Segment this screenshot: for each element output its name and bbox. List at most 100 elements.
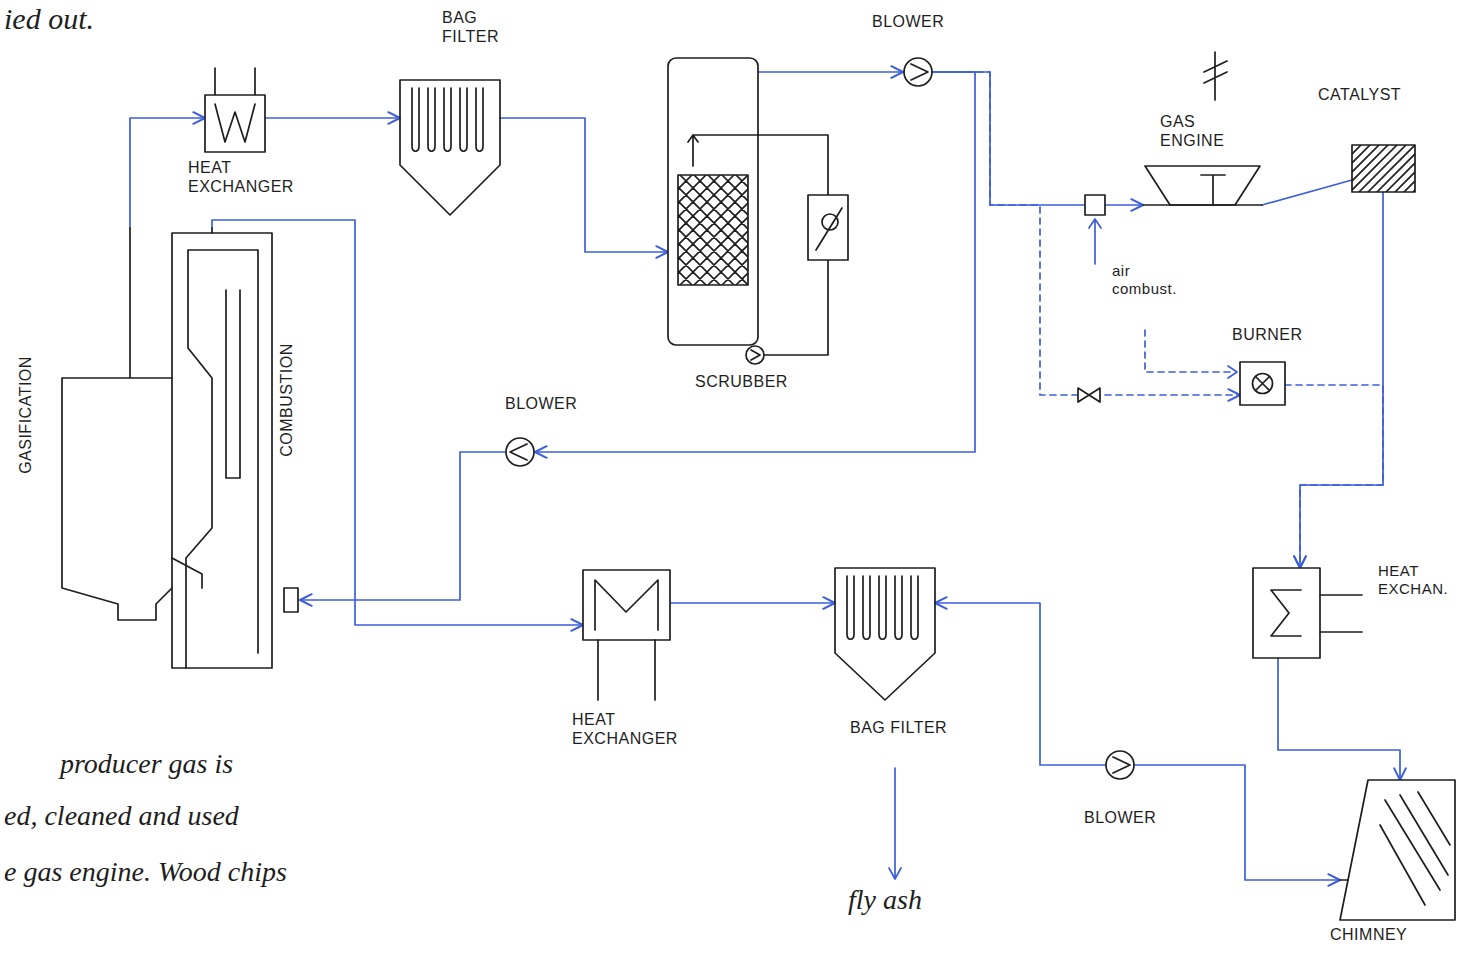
- sketch-stroke: [172, 233, 272, 668]
- sketch-stroke: [668, 58, 758, 345]
- aux-flows: [889, 219, 1237, 879]
- equipment-label: CATALYST: [1318, 85, 1401, 104]
- pipe-connector: [758, 71, 903, 73]
- sketch-stroke: [510, 444, 527, 460]
- sketch-stroke: [904, 58, 932, 86]
- heat-exchanger: HEAT EXCHAN.: [1253, 568, 1320, 658]
- sketch-stroke: [688, 135, 758, 166]
- pipe-connector: [935, 603, 1105, 765]
- sketch-stroke: [911, 64, 928, 80]
- sketch-stroke: [1253, 374, 1273, 394]
- heat-exchanger-symbol: [1253, 568, 1320, 658]
- sketch-stroke: [1240, 362, 1285, 405]
- sketch-stroke: [1240, 362, 1285, 405]
- sketch-stroke: [1253, 568, 1362, 658]
- mixer-box: [1085, 195, 1105, 215]
- equipment-label: CHIMNEY: [1330, 925, 1407, 944]
- sketch-stroke: [215, 68, 255, 95]
- equipment-label: BAG FILTER: [850, 718, 950, 737]
- air-arrowhead: [1228, 366, 1237, 378]
- sketch-stroke: [1106, 751, 1134, 779]
- equipment-label: BAG FILTER: [442, 8, 537, 46]
- sketch-stroke: [1305, 145, 1463, 192]
- catalyst-symbol: [1352, 145, 1415, 192]
- pump-symbol: [746, 346, 764, 364]
- sketch-stroke: [62, 228, 172, 620]
- sketch-stroke: [284, 588, 298, 612]
- sketch-stroke: [1113, 757, 1130, 773]
- note-text: e gas engine. Wood chips: [4, 856, 287, 888]
- sketch-stroke: [412, 88, 483, 151]
- pipe-connector: [670, 602, 835, 604]
- pipe-connector: [300, 452, 505, 600]
- equipment-label: GASIFICATION: [16, 356, 35, 474]
- pipe-connector: [933, 72, 1143, 205]
- bag-filter-symbol: [400, 80, 500, 215]
- sketch-stroke: [1340, 780, 1455, 920]
- sketch-stroke: [568, 58, 958, 345]
- sketch-stroke: [595, 580, 658, 630]
- equipment-label: GAS ENGINE: [1160, 112, 1260, 150]
- generator-mark: [1204, 52, 1227, 100]
- heat-exchanger-symbol: [583, 570, 670, 640]
- sketch-stroke: [506, 438, 534, 466]
- equipment-label: SCRUBBER: [695, 372, 788, 391]
- cooler-symbol: [816, 208, 842, 250]
- pipe-connector: [1285, 385, 1383, 568]
- sketch-stroke: [215, 104, 255, 142]
- sketch-stroke: [1106, 751, 1134, 779]
- sketch-stroke: [226, 290, 240, 478]
- air-line: [1145, 330, 1234, 372]
- note-text: ied out.: [4, 2, 94, 37]
- blower-symbol: [903, 57, 933, 87]
- sketch-stroke: [583, 570, 670, 640]
- pipe-connector: [1278, 658, 1400, 780]
- sketch-stroke: [847, 576, 918, 639]
- catalyst: CATALYST: [1352, 145, 1415, 192]
- burner-symbol: [1240, 362, 1285, 405]
- sketch-stroke: [904, 58, 932, 86]
- heat-exchanger-symbol: [205, 68, 265, 152]
- bag-filter: BAG FILTER: [835, 568, 935, 700]
- equipment-label: HEAT EXCHAN.: [1378, 562, 1458, 598]
- bag-filter-symbol: [835, 568, 935, 700]
- sketch-stroke: [186, 250, 258, 668]
- pipe-connector: [500, 118, 668, 252]
- sketch-stroke: [205, 95, 265, 152]
- scrubber-column-symbol: [668, 58, 758, 345]
- gasifier-combustor-symbol: [60, 228, 300, 668]
- gas-engine: GAS ENGINE: [1143, 160, 1262, 212]
- chimney: CHIMNEY: [1340, 780, 1455, 920]
- sketch-stroke: [835, 568, 935, 700]
- sketch-stroke: [205, 68, 265, 152]
- sketch-stroke: [1143, 166, 1262, 205]
- pipe-connector: [1300, 192, 1383, 568]
- scrubber-column: SCRUBBER: [668, 58, 758, 345]
- sketch-stroke: [506, 438, 534, 466]
- equipment-details: [746, 52, 1227, 402]
- gas-engine-symbol: [1143, 160, 1262, 212]
- note-text: air combust.: [1112, 262, 1196, 298]
- sketch-stroke: [678, 175, 748, 285]
- blower: BLOWER: [903, 57, 933, 87]
- chimney-symbol: [1340, 780, 1455, 920]
- burner: BURNER: [1240, 362, 1285, 405]
- sketch-stroke: [172, 558, 202, 588]
- sketch-stroke: [1201, 175, 1225, 205]
- equipment-label: BURNER: [1232, 325, 1303, 344]
- pipe-connector: [1262, 180, 1352, 205]
- valve-symbol: [1078, 388, 1100, 402]
- sketch-stroke: [400, 80, 500, 215]
- pump-symbol: [751, 350, 760, 360]
- sketch-stroke: [1352, 145, 1415, 192]
- equipment-label: BLOWER: [872, 12, 944, 31]
- sketch-stroke: [62, 228, 298, 668]
- air-arrow: [1089, 219, 1101, 264]
- sketch-stroke: [1271, 590, 1301, 636]
- equipment-label: HEAT EXCHANGER: [188, 158, 303, 196]
- sketch-stroke: [1143, 204, 1262, 206]
- ash-arrow: [889, 768, 901, 879]
- equipment-label: BLOWER: [505, 394, 577, 413]
